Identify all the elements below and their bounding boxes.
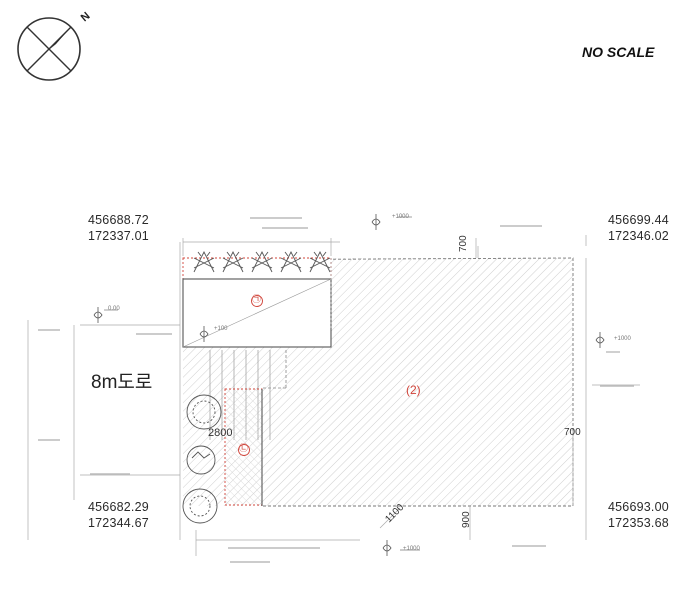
- coord-top-left-y: 172337.01: [88, 229, 149, 243]
- elevation-marker-icon: [93, 214, 605, 556]
- region-1-label: ㉠: [252, 294, 262, 304]
- coord-top-right-y: 172346.02: [608, 229, 669, 243]
- region-3-marker-icon: [238, 444, 250, 456]
- north-arrow-icon: [17, 17, 81, 81]
- shrub-icon: [222, 250, 244, 273]
- region-3-label: ㉡: [239, 443, 249, 453]
- dimension-700-top: 700: [458, 235, 469, 252]
- shrub-icon: [251, 250, 273, 273]
- elevation-top: +1000: [392, 214, 409, 220]
- coord-bottom-left-x: 456682.29: [88, 500, 149, 514]
- coord-bottom-right-x: 456693.00: [608, 500, 669, 514]
- shrub-row-icon: [193, 250, 331, 273]
- coord-bottom-left-y: 172344.67: [88, 516, 149, 530]
- dimension-2800: 2800: [208, 427, 233, 439]
- elevation-bottom: +1000: [403, 546, 420, 552]
- tree-strip-boundary: [182, 257, 332, 280]
- shrub-icon: [309, 250, 331, 273]
- dimension-900: 900: [461, 511, 472, 528]
- tree-column-icon: [182, 394, 222, 524]
- region-1-marker-icon: [251, 295, 263, 307]
- shrub-icon: [193, 250, 215, 273]
- shrub-icon: [280, 250, 302, 273]
- coord-top-left-x: 456688.72: [88, 213, 149, 227]
- coord-top-right-x: 456699.44: [608, 213, 669, 227]
- road-label: 8m도로: [91, 372, 153, 393]
- coord-bottom-right-y: 172353.68: [608, 516, 669, 530]
- site-boundary-line: [182, 257, 574, 507]
- dimension-700-right: 700: [564, 427, 581, 438]
- region-2-label: (2): [406, 383, 421, 397]
- annotation-scribbles: [38, 216, 634, 563]
- elevation-inner: +100: [214, 326, 228, 332]
- scale-label: NO SCALE: [582, 44, 655, 60]
- elevation-left: 0.00: [108, 306, 120, 312]
- elevation-right: +1000: [614, 336, 631, 342]
